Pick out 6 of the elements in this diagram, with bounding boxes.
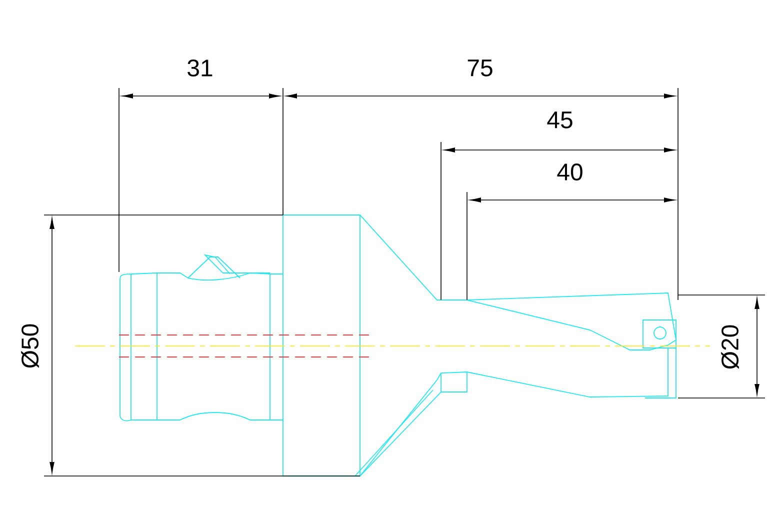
- dimension-label: 31: [188, 60, 212, 76]
- dimension-label: Ø50: [21, 324, 39, 368]
- dimension-label: 40: [557, 164, 582, 180]
- dimension-label: Ø20: [721, 325, 739, 369]
- dimension-label: 75: [468, 60, 492, 76]
- dimension-label: 45: [547, 112, 572, 128]
